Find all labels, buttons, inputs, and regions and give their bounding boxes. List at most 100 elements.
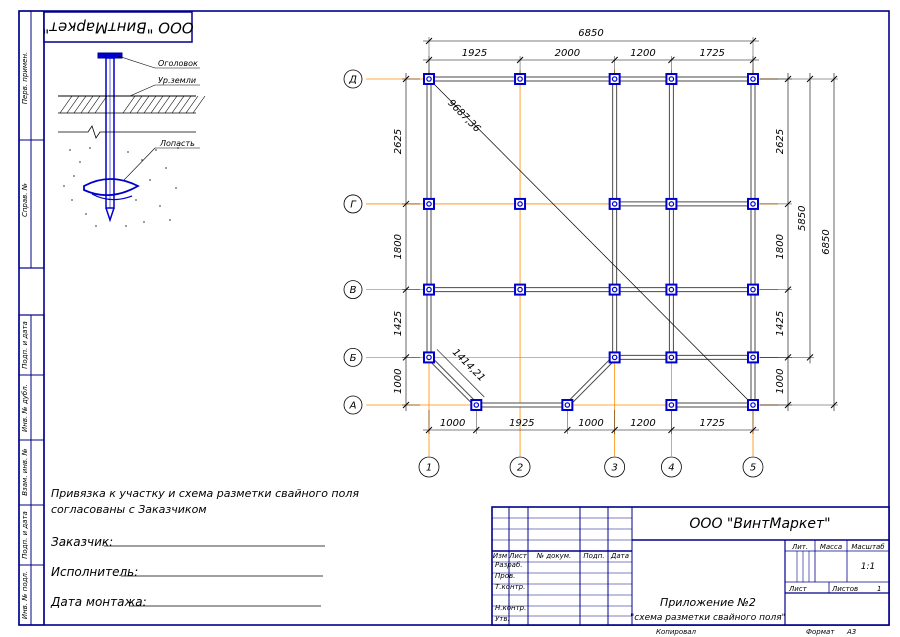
title-block-role: Н.контр.: [495, 604, 526, 612]
ground-hatch: [122, 95, 136, 114]
soil-dot: [159, 205, 161, 207]
pile-marker: [747, 351, 759, 364]
diagonal-line: [428, 78, 754, 406]
leader-blade: [123, 147, 156, 181]
pile-marker-center: [426, 354, 432, 361]
ground-hatch: [150, 95, 164, 114]
pile-marker: [747, 197, 759, 210]
beam-inner: [565, 355, 617, 408]
axis-col-bubble: [418, 456, 440, 478]
side-stamp-label: Подп. и дата: [21, 321, 29, 369]
pile-marker-center: [750, 286, 756, 293]
ground-hatch: [171, 95, 185, 114]
dimension-label: 2625: [393, 129, 404, 154]
soil-dot: [73, 175, 75, 177]
dimension-label: 1200: [630, 418, 655, 429]
title-block-role: Разраб.: [495, 561, 523, 569]
chamfer-dimension-line: [436, 349, 485, 398]
ground-hatch: [87, 95, 101, 114]
pile-marker: [608, 197, 621, 210]
side-stamp-label: Инв. № дубл.: [21, 384, 29, 432]
customer-label: Заказчик:: [51, 535, 113, 549]
pile-marker: [665, 197, 678, 210]
dimension-label: 1925: [462, 48, 487, 59]
pile-marker: [665, 283, 678, 296]
dimension-label: 1925: [509, 418, 534, 429]
pile-marker-center: [426, 201, 432, 207]
title-block-header: Подп.: [583, 552, 604, 560]
ground-hatch: [66, 95, 80, 114]
axis-col-label: 3: [611, 463, 617, 474]
break-line: [58, 125, 196, 139]
soil-dot: [95, 225, 97, 227]
soil-dot: [63, 185, 65, 187]
chamfer-dimension: 1414,21: [450, 347, 487, 384]
dimension-label: 1000: [393, 368, 404, 393]
pile-marker-center: [750, 76, 756, 82]
title-block-role: Т.контр.: [495, 583, 525, 591]
title-block-doc-title: Приложение №2: [660, 596, 756, 609]
title-block-doc-subtitle: "схема разметки свайного поля": [630, 613, 786, 623]
axis-col-label: 4: [668, 463, 674, 474]
label-blade: Лопасть: [159, 139, 195, 148]
soil-dot: [71, 199, 73, 201]
title-block-header: № докум.: [536, 552, 572, 560]
pile-marker: [747, 283, 759, 296]
pile-marker-center: [426, 76, 432, 82]
axis-row-label: Д: [348, 75, 357, 86]
axis-col-bubble: [604, 456, 626, 478]
title-block-company: ООО "ВинтМаркет": [689, 516, 830, 532]
soil-dot: [149, 179, 151, 181]
title-block-copied: Копировал: [656, 628, 697, 636]
diagonal-dimension: 9687,36: [445, 98, 482, 135]
soil-dot: [127, 151, 129, 153]
pile-marker-center: [668, 286, 675, 293]
axis-col-label: 1: [426, 463, 432, 474]
soil-dot: [79, 161, 81, 163]
dimension-label: 1725: [699, 48, 724, 59]
pile-marker: [665, 351, 678, 364]
side-stamp-label: Взам. инв. №: [21, 448, 29, 496]
ground-hatch: [178, 95, 192, 114]
ground-hatch: [73, 95, 87, 114]
dimension-label: 6850: [578, 28, 603, 39]
soil-dot: [169, 219, 171, 221]
side-stamp-label: Инв. № подл.: [21, 571, 29, 619]
pile-marker: [608, 73, 621, 85]
pile-marker: [514, 283, 527, 296]
agreement-line1: Привязка к участку и схема разметки свай…: [51, 487, 359, 500]
corner-stamp-text: ООО "ВинтМаркет": [42, 19, 193, 37]
dimension-label: 1800: [775, 234, 786, 259]
dimension-label: 2000: [555, 48, 580, 59]
executor-label: Исполнитель:: [51, 565, 138, 579]
title-block-sheet: Лист: [788, 585, 808, 593]
pile-marker-center: [750, 354, 756, 361]
soil-dot: [141, 159, 143, 161]
ground-hatch: [157, 95, 171, 114]
pile-marker: [423, 351, 435, 364]
axis-row-label: В: [350, 285, 357, 296]
soil-dot: [155, 149, 157, 151]
pile-marker: [514, 197, 527, 210]
title-block-role: Пров.: [495, 572, 515, 580]
pile-blade-lower: [91, 193, 133, 201]
title-block-format-value: А3: [846, 628, 856, 636]
axis-row-label: Б: [350, 353, 357, 364]
pile-marker-center: [517, 201, 523, 207]
dimension-label: 6850: [821, 229, 832, 254]
soil-dot: [85, 213, 87, 215]
title-block-sheets: Листов: [831, 585, 858, 593]
agreement-line2: согласованы с Заказчиком: [51, 503, 207, 516]
soil-dot: [175, 187, 177, 189]
pile-marker-center: [611, 286, 618, 293]
axis-col-bubble: [509, 456, 531, 478]
pile-marker: [423, 283, 435, 296]
ground-hatch: [185, 95, 199, 114]
corner-stamp: ООО "ВинтМаркет": [42, 11, 194, 43]
soil-dot: [165, 167, 167, 169]
title-block-header: Изм: [493, 552, 508, 560]
